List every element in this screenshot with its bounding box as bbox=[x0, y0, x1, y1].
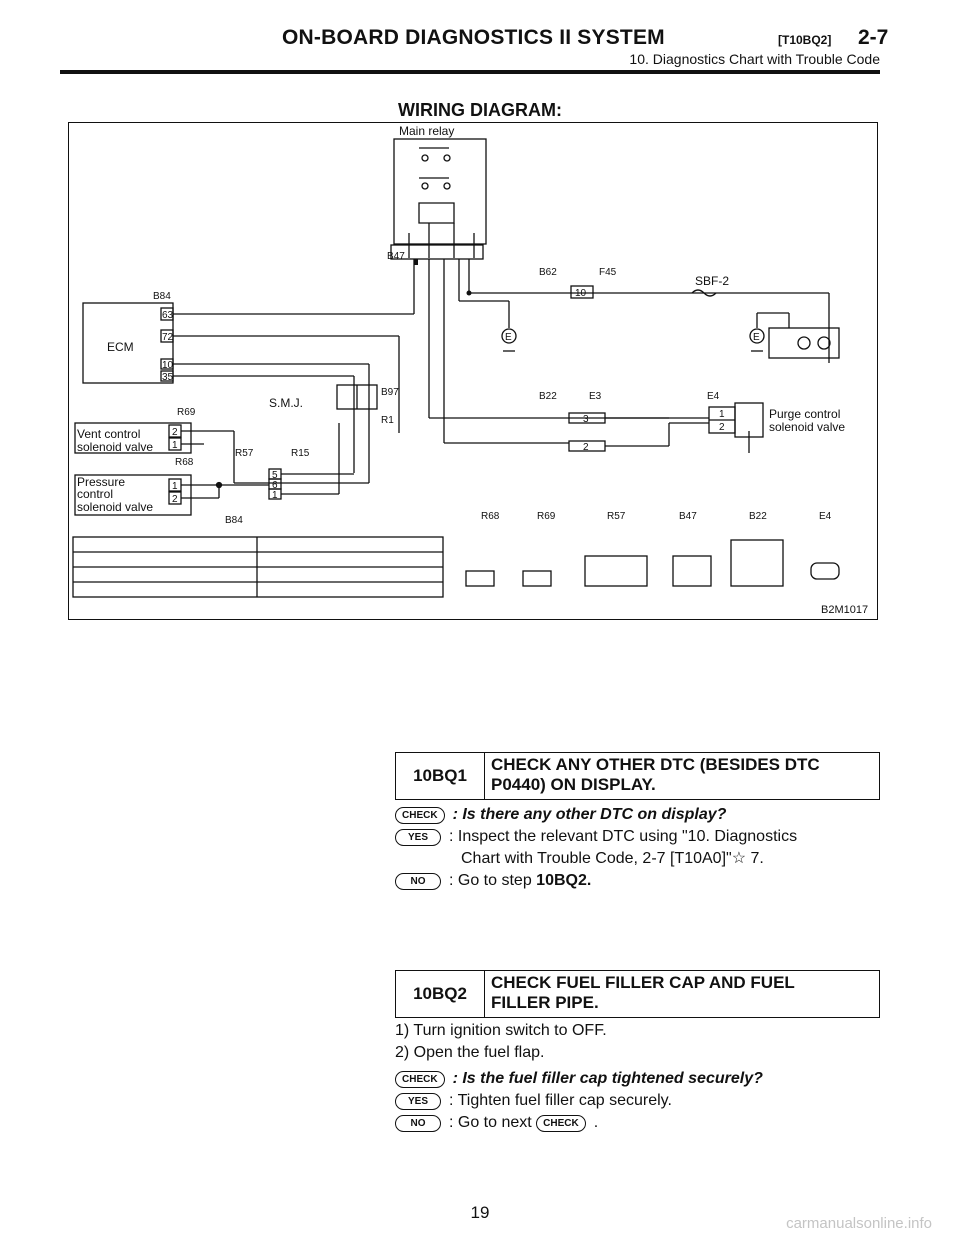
svg-text:1: 1 bbox=[719, 409, 725, 420]
connector-r69: R69 bbox=[177, 407, 196, 418]
step-title: CHECK FUEL FILLER CAP AND FUEL FILLER PI… bbox=[491, 973, 795, 1012]
vent-control-label: Vent control bbox=[77, 427, 140, 441]
step-10bq1-header: 10BQ1 CHECK ANY OTHER DTC (BESIDES DTC P… bbox=[395, 752, 880, 800]
svg-text:63: 63 bbox=[162, 310, 174, 321]
check-row: CHECK : Is the fuel filler cap tightened… bbox=[395, 1068, 885, 1090]
wiring-diagram-drawing: Main relay ECM S.M.J. SBF-2 Vent control… bbox=[72, 124, 868, 616]
step-10bq1-body: CHECK : Is there any other DTC on displa… bbox=[395, 804, 885, 892]
yes-row: YES : Inspect the relevant DTC using "10… bbox=[395, 826, 885, 870]
connector-b62: B62 bbox=[539, 267, 557, 278]
connector-e3: E3 bbox=[589, 391, 602, 402]
no-row: NO : Go to step 10BQ2. bbox=[395, 870, 885, 892]
step-title: CHECK ANY OTHER DTC (BESIDES DTC P0440) … bbox=[491, 755, 820, 794]
step-id: 10BQ2 bbox=[396, 971, 485, 1017]
svg-text:R57: R57 bbox=[607, 511, 626, 522]
svg-text:35: 35 bbox=[162, 372, 174, 383]
yes-badge: YES bbox=[395, 829, 441, 846]
ecm-box bbox=[82, 302, 174, 384]
next-check-link[interactable]: CHECK bbox=[536, 1115, 586, 1132]
pressure-control-label-2: control bbox=[77, 487, 113, 501]
connector-e4: E4 bbox=[707, 391, 720, 402]
purge-control-label: Purge control bbox=[769, 407, 840, 421]
svg-text:2: 2 bbox=[172, 427, 178, 438]
step-id: 10BQ1 bbox=[396, 753, 485, 799]
b47-connector bbox=[390, 244, 484, 260]
procedure-item-2: 2) Open the fuel flap. bbox=[395, 1044, 545, 1061]
check-row: CHECK : Is there any other DTC on displa… bbox=[395, 804, 885, 826]
ground-e: E bbox=[505, 332, 512, 343]
purge-control-label-2: solenoid valve bbox=[769, 420, 845, 434]
ground-e-battery: E bbox=[753, 332, 760, 343]
connector-f45: F45 bbox=[599, 267, 617, 278]
ecm-label: ECM bbox=[107, 340, 134, 354]
section-code: [T10BQ2] bbox=[778, 33, 832, 47]
main-relay-label: Main relay bbox=[399, 124, 454, 138]
svg-text:5: 5 bbox=[272, 470, 278, 481]
figure-id: B2M1017 bbox=[821, 604, 868, 616]
svg-text:2: 2 bbox=[583, 442, 589, 453]
wiring-diagram-title: WIRING DIAGRAM: bbox=[398, 100, 562, 120]
check-badge: CHECK bbox=[395, 1071, 445, 1088]
svg-text:3: 3 bbox=[583, 414, 589, 425]
connector-r57: R57 bbox=[235, 448, 254, 459]
svg-text:E4: E4 bbox=[819, 511, 832, 522]
pressure-control-label-3: solenoid valve bbox=[77, 500, 153, 514]
yes-badge: YES bbox=[395, 1093, 441, 1110]
svg-text:10: 10 bbox=[575, 288, 587, 299]
yes-row: YES : Tighten fuel filler cap securely. bbox=[395, 1090, 885, 1112]
watermark: carmanualsonline.info bbox=[786, 1215, 932, 1232]
smj-label: S.M.J. bbox=[269, 396, 303, 410]
svg-text:2: 2 bbox=[719, 422, 725, 433]
check-badge: CHECK bbox=[395, 807, 445, 824]
svg-text:6: 6 bbox=[272, 480, 278, 491]
connector-r68: R68 bbox=[175, 457, 194, 468]
no-badge: NO bbox=[395, 1115, 441, 1132]
pressure-control-label: Pressure bbox=[77, 475, 125, 489]
no-badge: NO bbox=[395, 873, 441, 890]
svg-text:1: 1 bbox=[172, 440, 178, 451]
svg-text:R69: R69 bbox=[537, 511, 556, 522]
connector-b22: B22 bbox=[539, 391, 557, 402]
svg-text:2: 2 bbox=[172, 494, 178, 505]
procedure-item-1: 1) Turn ignition switch to OFF. bbox=[395, 1022, 607, 1039]
vent-control-label-2: solenoid valve bbox=[77, 440, 153, 454]
svg-text:1: 1 bbox=[272, 490, 278, 501]
no-row: NO : Go to next CHECK . bbox=[395, 1112, 885, 1134]
connector-b84: B84 bbox=[153, 291, 171, 302]
step-10bq2-body: 1) Turn ignition switch to OFF. 2) Open … bbox=[395, 1020, 885, 1134]
connector-b97: B97 bbox=[381, 387, 399, 398]
page-subtitle: 10. Diagnostics Chart with Trouble Code bbox=[629, 51, 880, 67]
svg-text:1: 1 bbox=[172, 481, 178, 492]
header-rule bbox=[60, 70, 880, 74]
svg-text:10: 10 bbox=[162, 360, 174, 371]
wiring-diagram: Main relay ECM S.M.J. SBF-2 Vent control… bbox=[68, 122, 878, 620]
connector-r15: R15 bbox=[291, 448, 310, 459]
page-title: ON-BOARD DIAGNOSTICS II SYSTEM bbox=[282, 26, 665, 49]
main-relay-box bbox=[393, 138, 487, 245]
sbf-label: SBF-2 bbox=[695, 274, 729, 288]
svg-text:B22: B22 bbox=[749, 511, 767, 522]
page-reference: 2-7 bbox=[858, 26, 889, 49]
svg-text:R68: R68 bbox=[481, 511, 500, 522]
svg-text:B84: B84 bbox=[225, 515, 243, 526]
step-10bq2-header: 10BQ2 CHECK FUEL FILLER CAP AND FUEL FIL… bbox=[395, 970, 880, 1018]
svg-text:B47: B47 bbox=[679, 511, 697, 522]
page-number: 19 bbox=[470, 1203, 490, 1222]
svg-text:72: 72 bbox=[162, 332, 174, 343]
connector-r1: R1 bbox=[381, 415, 394, 426]
connector-b47: B47 bbox=[387, 251, 405, 262]
no-target-link[interactable]: 10BQ2. bbox=[536, 872, 592, 889]
